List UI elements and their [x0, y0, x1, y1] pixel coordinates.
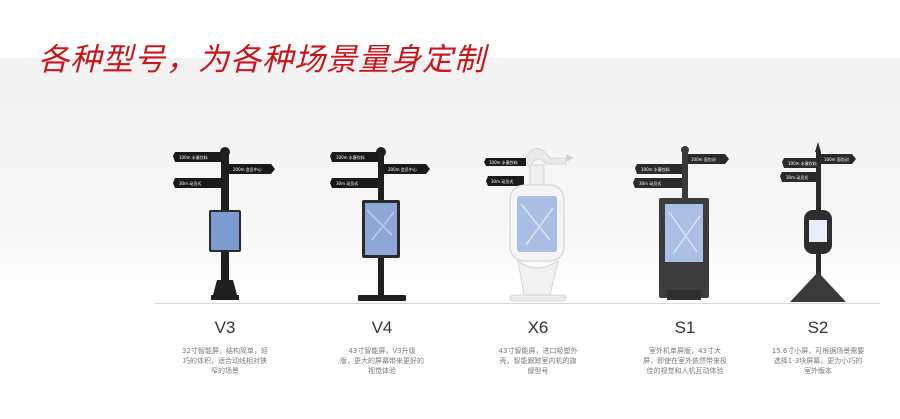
svg-text:30m 动员式: 30m 动员式 — [336, 180, 358, 186]
svg-text:200m 会员中心: 200m 会员中心 — [233, 166, 262, 172]
svg-text:100m 水塞饮料: 100m 水塞饮料 — [336, 154, 365, 160]
svg-text:100m 水塞饮料: 100m 水塞饮料 — [788, 160, 817, 166]
svg-text:30m 动员式: 30m 动员式 — [786, 174, 808, 180]
svg-text:100m 面包训: 100m 面包训 — [691, 156, 716, 162]
model-desc-v4: 43寸智能屏，V3升级 版，更大的屏幕带来更好的 视觉体验 — [340, 347, 424, 375]
model-name-v3: V3 — [214, 318, 236, 337]
svg-text:100m 水塞饮料: 100m 水塞饮料 — [641, 166, 670, 172]
model-desc-x6: 43寸智能屏，进口吸塑外 壳，智能跟踪室内机的旗 舰型号 — [498, 347, 578, 375]
model-desc-s2: 15.6寸小屏，可根据场景需要 选择1-3块屏幕，更为小巧的 室外版本 — [771, 347, 865, 375]
product-display-panel — [0, 58, 900, 304]
product-image-v3: 100m 水塞饮料 200m 会员中心 30m 动员式 — [165, 140, 285, 305]
product-image-s2: 100m 水塞饮料 100m 面包训 30m 动员式 — [758, 140, 878, 305]
svg-text:100m 水塞饮料: 100m 水塞饮料 — [489, 159, 518, 165]
model-name-s1: S1 — [674, 318, 696, 337]
product-image-v4: 100m 水塞饮料 200m 会员中心 30m 动员式 — [322, 140, 442, 305]
svg-text:100m 面包训: 100m 面包训 — [824, 156, 849, 162]
model-name-x6: X6 — [527, 318, 549, 337]
floor-line — [155, 303, 880, 304]
model-name-v4: V4 — [371, 318, 393, 337]
svg-text:200m 会员中心: 200m 会员中心 — [388, 166, 417, 172]
svg-text:30m 动员式: 30m 动员式 — [491, 178, 513, 184]
model-desc-s1: 室外机单屏版，43寸大 屏，即使在室外依然带来极 佳的视觉和人机互动体验 — [643, 347, 727, 375]
sign-text: 100m 水塞饮料 — [179, 154, 208, 160]
model-desc-v3: 32寸智能屏，结构简单，轻 巧的体积，适合动线相对狭 窄的场景 — [182, 347, 268, 375]
header-band — [0, 0, 900, 58]
product-image-s1: 100m 面包训 100m 水塞饮料 30m 动员式 — [625, 140, 745, 305]
svg-text:30m 动员式: 30m 动员式 — [179, 180, 201, 186]
model-name-s2: S2 — [807, 318, 829, 337]
product-image-x6: 100m 水塞饮料 30m 动员式 — [478, 140, 598, 305]
svg-text:30m 动员式: 30m 动员式 — [639, 180, 661, 186]
page-title: 各种型号，为各种场景量身定制 — [38, 42, 486, 78]
